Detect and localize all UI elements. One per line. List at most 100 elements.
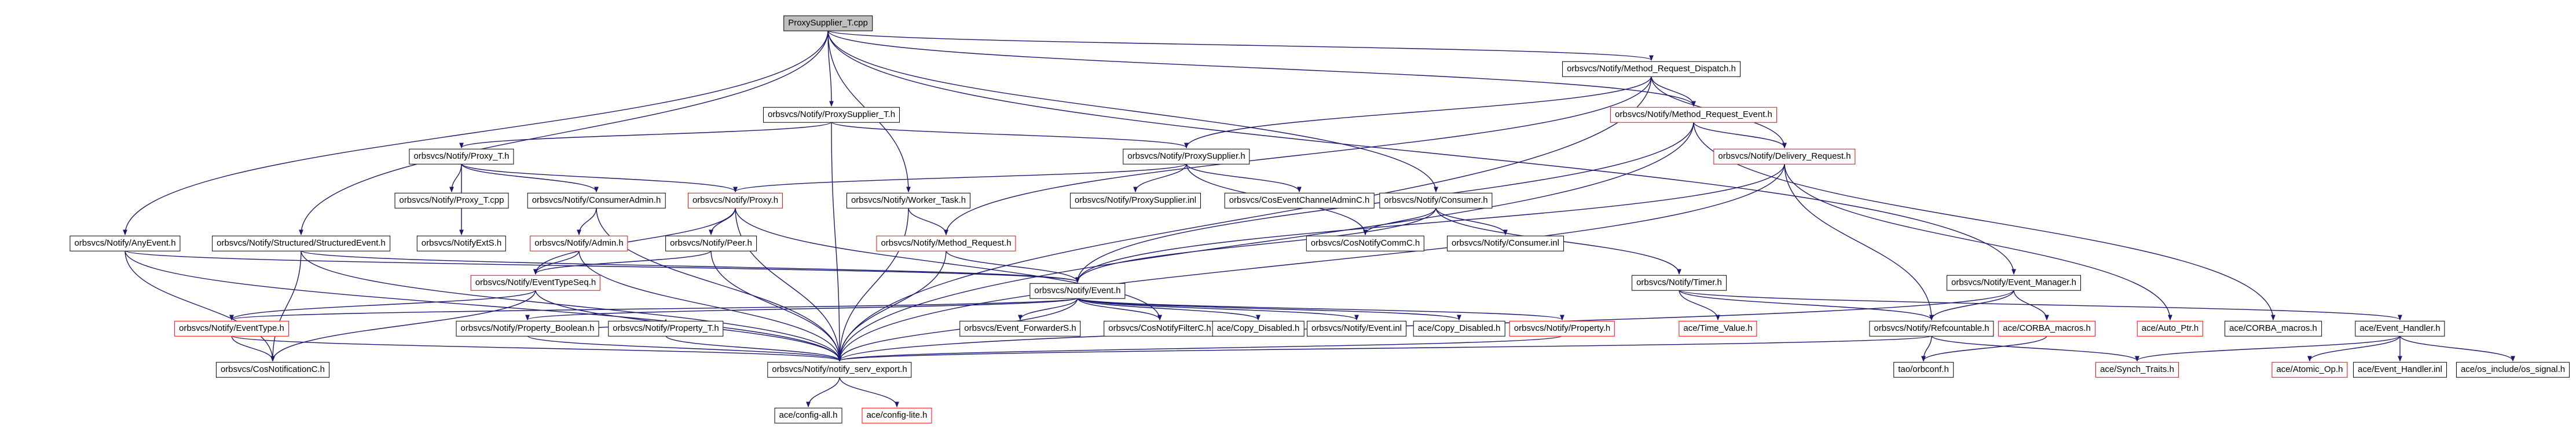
graph-node-n25[interactable]: orbsvcs/Notify/Event_Manager.h [1947, 275, 2081, 291]
dependency-edge [124, 250, 842, 362]
dependency-edge [827, 30, 1438, 193]
dependency-edge [733, 163, 1187, 193]
dependency-edge [1077, 297, 1461, 321]
dependency-edge [123, 30, 829, 236]
graph-node-n42[interactable]: orbsvcs/CosNotificationC.h [215, 362, 330, 378]
dependency-edge [1077, 297, 1359, 321]
graph-node-n3[interactable]: orbsvcs/Notify/ProxySupplier_T.h [763, 107, 900, 123]
graph-node-n30[interactable]: orbsvcs/Event_ForwarderS.h [959, 320, 1081, 337]
dependency-edge [525, 297, 1078, 321]
graph-node-n48[interactable]: ace/os_include/os_signal.h [2456, 362, 2570, 378]
dependency-edges [123, 30, 2515, 408]
graph-node-n35[interactable]: orbsvcs/Notify/Property.h [1509, 320, 1615, 337]
graph-node-n40[interactable]: ace/CORBA_macros.h [2225, 320, 2322, 337]
graph-node-n34[interactable]: ace/Copy_Disabled.h [1413, 320, 1505, 337]
dependency-edge [710, 250, 842, 362]
dependency-edge [1077, 297, 1162, 321]
dependency-edge [578, 250, 842, 362]
graph-node-n50[interactable]: ace/config-lite.h [862, 407, 932, 424]
graph-node-n46[interactable]: ace/Atomic_Op.h [2271, 362, 2348, 378]
dependency-edge [449, 163, 462, 193]
dependency-edge [231, 335, 275, 362]
graph-node-n29[interactable]: orbsvcs/Notify/Property_T.h [608, 320, 724, 337]
dependency-edge [1186, 163, 1302, 193]
graph-node-n1[interactable]: ProxySupplier_T.cpp [783, 15, 873, 31]
dependency-edge [270, 290, 536, 362]
dependency-edge [1784, 163, 1934, 321]
dependency-edge [270, 250, 302, 362]
graph-node-n47[interactable]: ace/Event_Handler.inl [2353, 362, 2447, 378]
dependency-edge [1077, 297, 1260, 321]
graph-node-n21[interactable]: orbsvcs/CosNotifyCommC.h [1306, 235, 1425, 251]
dependency-edge [837, 335, 1932, 362]
graph-node-n44[interactable]: tao/orbconf.h [1893, 362, 1954, 378]
graph-node-n10[interactable]: orbsvcs/Notify/Proxy.h [687, 192, 783, 209]
dependency-edge [709, 207, 736, 236]
graph-node-n45[interactable]: ace/Synch_Traits.h [2095, 362, 2179, 378]
dependency-edge [533, 250, 712, 275]
graph-node-n8[interactable]: orbsvcs/Notify/Proxy_T.cpp [394, 192, 509, 209]
graph-node-n36[interactable]: ace/Time_Value.h [1679, 320, 1757, 337]
graph-node-n18[interactable]: orbsvcs/Notify/Admin.h [530, 235, 628, 251]
dependency-edge [1075, 207, 1437, 283]
graph-node-n37[interactable]: orbsvcs/Notify/Refcountable.h [1869, 320, 1994, 337]
graph-node-n33[interactable]: orbsvcs/Notify/Event.inl [1307, 320, 1406, 337]
dependency-edge [459, 121, 832, 149]
dependency-edge [837, 335, 1563, 362]
dependency-edge [837, 298, 1078, 362]
graph-node-n14[interactable]: orbsvcs/Notify/Consumer.h [1379, 192, 1493, 209]
graph-node-n31[interactable]: orbsvcs/CosNotifyFilterC.h [1104, 320, 1216, 337]
dependency-edge [301, 250, 1080, 283]
graph-node-n43[interactable]: orbsvcs/Notify/notify_serv_export.h [767, 362, 912, 378]
graph-node-n27[interactable]: orbsvcs/Notify/EventType.h [174, 320, 289, 337]
graph-node-n41[interactable]: ace/Event_Handler.h [2355, 320, 2445, 337]
dependency-edge [1931, 335, 2139, 362]
graph-node-n39[interactable]: ace/Auto_Ptr.h [2137, 320, 2204, 337]
dependency-edge [1693, 122, 1787, 149]
graph-node-n4[interactable]: orbsvcs/Notify/Method_Request_Event.h [1610, 107, 1777, 123]
dependency-edge [837, 76, 1652, 362]
graph-node-n26[interactable]: orbsvcs/Notify/Event.h [1029, 283, 1126, 299]
dependency-edge [1435, 207, 1508, 236]
graph-node-n38[interactable]: ace/CORBA_macros.h [1998, 320, 2095, 337]
dependency-edge [806, 377, 840, 408]
dependency-edge [1784, 163, 2172, 321]
graph-node-n16[interactable]: orbsvcs/Notify/Structured/StructuredEven… [212, 235, 390, 251]
graph-node-n17[interactable]: orbsvcs/NotifyExtS.h [416, 235, 507, 251]
graph-node-n19[interactable]: orbsvcs/Notify/Peer.h [665, 235, 757, 251]
graph-node-n11[interactable]: orbsvcs/Notify/Worker_Task.h [846, 192, 971, 209]
dependency-edge [1184, 76, 1652, 149]
dependency-edge [1921, 335, 2047, 362]
dependency-edge [837, 207, 909, 362]
graph-node-n13[interactable]: orbsvcs/CosEventChannelAdminC.h [1224, 192, 1375, 209]
graph-node-n20[interactable]: orbsvcs/Notify/Method_Request.h [876, 235, 1016, 251]
graph-node-n5[interactable]: orbsvcs/Notify/Delivery_Request.h [1713, 148, 1856, 165]
dependency-edge [1133, 163, 1187, 193]
graph-node-n24[interactable]: orbsvcs/Notify/Timer.h [1632, 275, 1727, 291]
graph-node-n6[interactable]: orbsvcs/Notify/Proxy_T.h [409, 148, 514, 165]
graph-node-n32[interactable]: ace/Copy_Disabled.h [1212, 320, 1305, 337]
graph-node-n28[interactable]: orbsvcs/Notify/Property_Boolean.h [456, 320, 599, 337]
dependency-edge [229, 297, 1078, 321]
graph-node-n9[interactable]: orbsvcs/Notify/ConsumerAdmin.h [527, 192, 666, 209]
graph-node-n12[interactable]: orbsvcs/Notify/ProxySupplier.inl [1069, 192, 1201, 209]
graph-node-n2[interactable]: orbsvcs/Notify/Method_Request_Dispatch.h [1562, 61, 1740, 77]
dependency-edge [1363, 207, 1437, 236]
graph-node-n15[interactable]: orbsvcs/Notify/AnyEvent.h [69, 235, 181, 251]
dependency-edge [1679, 290, 1720, 321]
graph-node-n23[interactable]: orbsvcs/Notify/EventTypeSeq.h [470, 275, 601, 291]
dependency-edge [1929, 290, 2014, 321]
graph-node-n22[interactable]: orbsvcs/Notify/Consumer.inl [1447, 235, 1564, 251]
dependency-edge [2307, 335, 2401, 362]
graph-node-n7[interactable]: orbsvcs/Notify/ProxySupplier.h [1123, 148, 1250, 165]
dependency-edge [827, 30, 2016, 275]
dependency-edge [231, 335, 842, 362]
dependency-edge [527, 335, 842, 362]
dependency-edge [944, 76, 1652, 236]
dependency-edge [229, 289, 536, 321]
dependency-edge [533, 207, 736, 275]
dependency-edge [461, 163, 599, 193]
graph-node-n49[interactable]: ace/config-all.h [774, 407, 842, 424]
dependency-edge [839, 377, 899, 408]
